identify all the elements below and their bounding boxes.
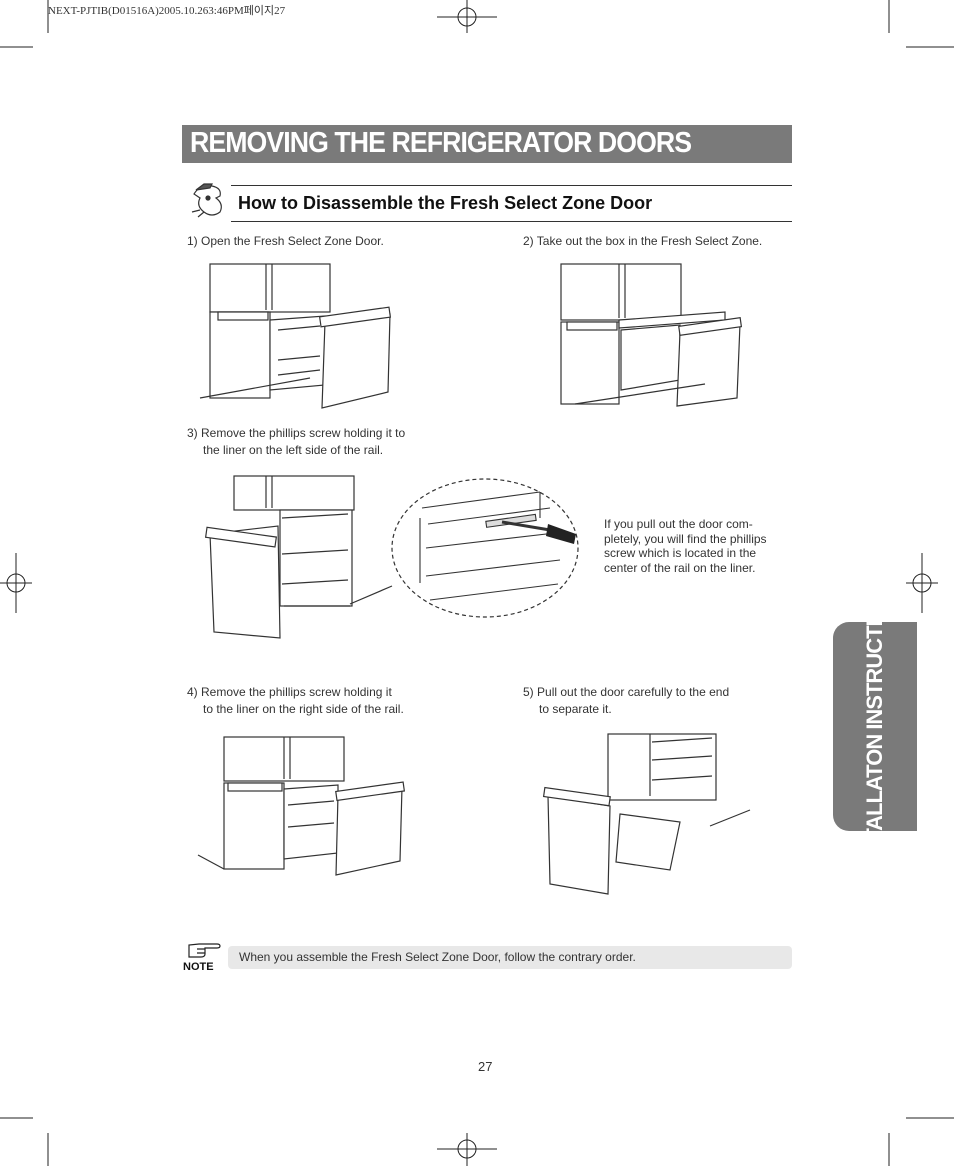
pointing-hand-icon	[188, 943, 221, 958]
section-heading: How to Disassemble the Fresh Select Zone…	[231, 185, 792, 222]
illustration-step-4	[197, 736, 406, 876]
page-number: 27	[478, 1059, 493, 1074]
illustration-step-1	[199, 263, 392, 409]
registration-mark-icon	[0, 553, 32, 613]
step-text: Remove the phillips screw holding it to	[201, 426, 406, 440]
step-number: 1)	[187, 234, 198, 248]
illustration-step-5	[542, 733, 751, 895]
step-5: 5) Pull out the door carefully to the en…	[523, 684, 729, 718]
registration-mark-icon	[906, 553, 938, 613]
note-text: When you assemble the Fresh Select Zone …	[239, 950, 636, 964]
step-3: 3) Remove the phillips screw holding it …	[187, 425, 405, 459]
step-4: 4) Remove the phillips screw holding it …	[187, 684, 404, 718]
illustration-step-2	[560, 263, 743, 407]
step-text: Remove the phillips screw holding it	[201, 685, 392, 699]
callout-line: pletely, you will find the phillips	[604, 531, 767, 546]
mascot-icon	[191, 183, 222, 218]
zoom-detail-illustration	[391, 478, 579, 618]
callout-line: center of the rail on the liner.	[604, 560, 756, 575]
step-text-continued: to separate it.	[539, 702, 612, 716]
step-text-continued: the liner on the left side of the rail.	[203, 443, 384, 457]
step-1: 1) Open the Fresh Select Zone Door.	[187, 233, 384, 250]
step-text-continued: to the liner on the right side of the ra…	[203, 702, 404, 716]
callout-line: screw which is located in the	[604, 546, 757, 560]
callout-text: If you pull out the door com- pletely, y…	[604, 517, 794, 575]
registration-mark-icon	[437, 1133, 497, 1166]
illustration-step-3	[204, 475, 393, 639]
callout-line: If you pull out the door com-	[604, 517, 753, 531]
page-title-bar: REMOVING THE REFRIGERATOR DOORS	[182, 125, 792, 163]
page-title: REMOVING THE REFRIGERATOR DOORS	[190, 127, 692, 159]
step-number: 3)	[187, 426, 198, 440]
step-text: Take out the box in the Fresh Select Zon…	[536, 234, 763, 248]
step-number: 2)	[523, 234, 534, 248]
step-text: Open the Fresh Select Zone Door.	[201, 234, 384, 248]
section-heading-text: How to Disassemble the Fresh Select Zone…	[238, 193, 653, 213]
note-box: When you assemble the Fresh Select Zone …	[228, 946, 792, 969]
note-label: NOTE	[183, 961, 214, 973]
step-text: Pull out the door carefully to the end	[537, 685, 730, 699]
step-number: 4)	[187, 685, 198, 699]
section-tab-label: INSTALLATON INSTRUCTIONS	[862, 576, 887, 876]
print-slug: NEXT-PJTIB(D01516A)2005.10.263:46PM페이지27	[48, 5, 286, 17]
section-tab: INSTALLATON INSTRUCTIONS	[833, 577, 917, 875]
step-2: 2) Take out the box in the Fresh Select …	[523, 233, 762, 250]
registration-mark-icon	[437, 0, 497, 33]
screwdriver-icon	[501, 520, 576, 544]
step-number: 5)	[523, 685, 534, 699]
